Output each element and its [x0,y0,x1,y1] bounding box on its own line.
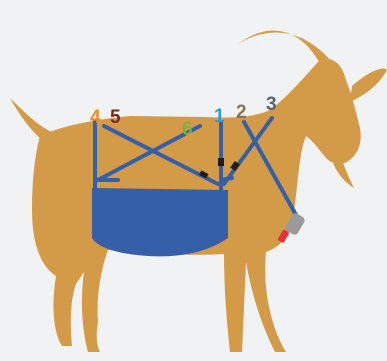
belly-pad [92,188,228,257]
goat-tail [10,98,52,142]
strap-3 [222,116,274,186]
strap-label-3: 3 [266,94,277,115]
goat-ear [350,68,387,102]
strap-5 [102,124,220,186]
strap-2 [242,120,302,224]
strap-labels: 4 5 6 1 2 3 [90,94,277,140]
strap-label-2: 2 [236,102,247,123]
strap-6 [96,124,202,182]
buckle-strap-3 [230,161,240,171]
strap-label-1: 1 [214,106,225,127]
chest-tag [277,229,289,243]
harness [92,116,305,257]
buckle-strap-1 [218,158,224,166]
goat-beard [332,154,354,188]
strap-label-5: 5 [110,107,121,128]
chest-ring [285,213,305,235]
strap-label-6: 6 [182,119,193,140]
buckle-strap-5 [199,170,209,179]
strap-label-4: 4 [90,107,101,128]
strap-join [219,176,234,182]
